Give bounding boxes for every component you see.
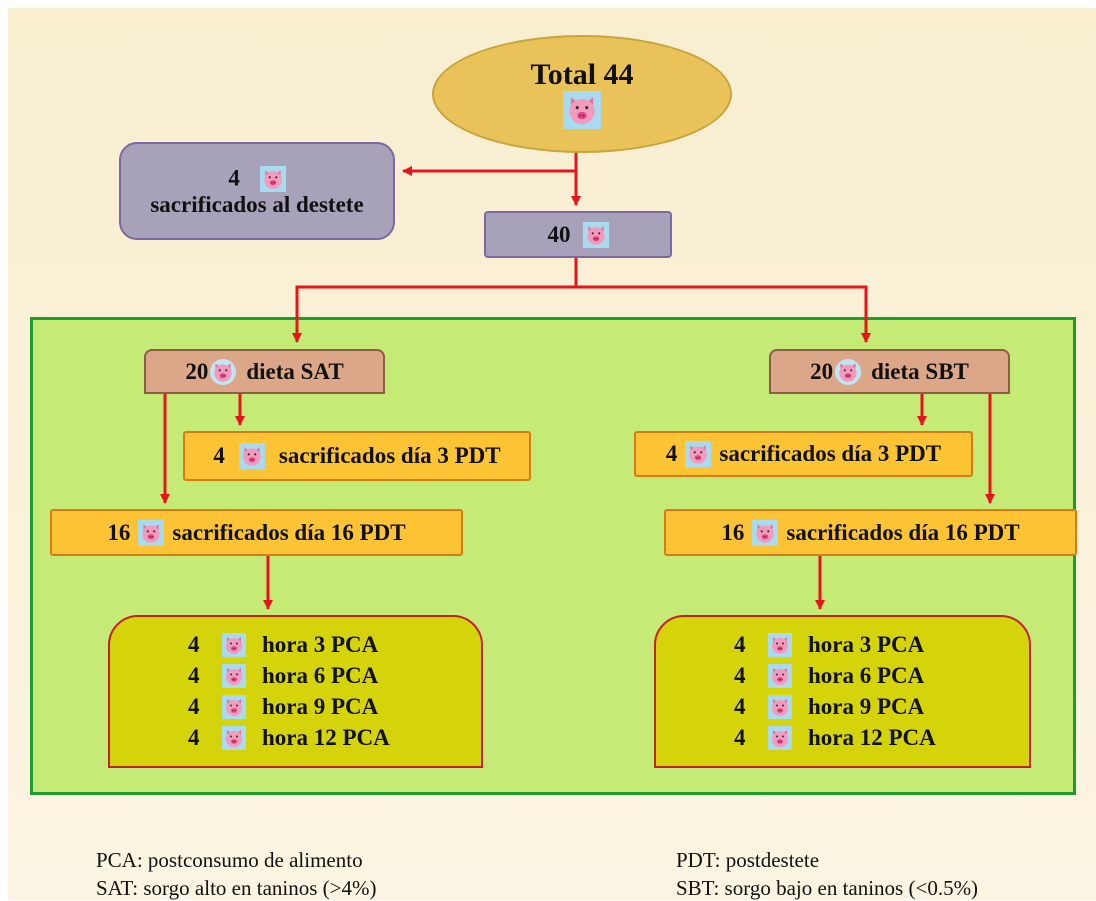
hour-label: hora 3 PCA — [262, 632, 379, 657]
pig-face-icon — [835, 358, 862, 385]
total-ellipse: Total 44 — [432, 35, 732, 153]
hour-label: hora 9 PCA — [808, 694, 925, 719]
hour-count: 4 — [734, 632, 746, 657]
list-item: 4 hora 12 PCA — [188, 723, 390, 754]
list-item: 4 hora 9 PCA — [734, 692, 924, 723]
pig-face-icon — [259, 165, 286, 192]
diet-sat-box: 20 dieta SAT — [144, 349, 385, 394]
sbt-day3-label: sacrificados día 3 PDT — [719, 441, 942, 466]
pig-face-icon — [563, 91, 601, 129]
diet-sbt-label: dieta SBT — [871, 358, 969, 384]
sbt-day16-box: 16 sacrificados día 16 PDT — [664, 509, 1077, 556]
pig-face-icon — [222, 633, 246, 657]
pig-face-icon — [222, 664, 246, 688]
pig-face-icon — [752, 519, 779, 546]
weaned-label: sacrificados al destete — [150, 191, 364, 217]
pig-face-icon — [238, 443, 265, 469]
sat-day3-label: sacrificados día 3 PDT — [278, 443, 501, 468]
total-label: Total 44 — [530, 58, 634, 91]
hour-label: hora 9 PCA — [262, 694, 379, 719]
hour-count: 4 — [734, 725, 746, 750]
pig-face-icon — [768, 726, 792, 750]
hour-label: hora 6 PCA — [262, 663, 379, 688]
pig-face-icon — [582, 221, 609, 248]
list-item: 4 hora 6 PCA — [188, 661, 378, 692]
diet-sat-label: dieta SAT — [246, 358, 344, 384]
sat-day3-count: 4 — [213, 443, 225, 468]
hour-label: hora 6 PCA — [808, 663, 925, 688]
weaned-count: 4 — [228, 165, 240, 191]
hour-count: 4 — [734, 663, 746, 688]
pig-face-icon — [685, 441, 712, 467]
sat-day16-count: 16 — [107, 519, 131, 545]
hour-count: 4 — [734, 694, 746, 719]
diet-sbt-count: 20 — [810, 358, 834, 384]
pig-face-icon — [768, 695, 792, 719]
hour-label: hora 12 PCA — [262, 725, 390, 750]
hour-count: 4 — [188, 694, 200, 719]
remaining-box: 40 — [484, 211, 672, 258]
sat-day3-box: 4 sacrificados día 3 PDT — [183, 431, 531, 481]
sbt-day16-label: sacrificados día 16 PDT — [786, 519, 1020, 545]
hour-count: 4 — [188, 663, 200, 688]
sbt-day3-box: 4 sacrificados día 3 PDT — [634, 431, 973, 477]
legend-pdt: PDT: postdestete — [676, 848, 820, 872]
hour-count: 4 — [188, 725, 200, 750]
arrow-40-to-sbt — [576, 285, 871, 343]
pig-face-icon — [222, 695, 246, 719]
weaned-sacrificed-box: 4 sacrificados al destete — [119, 142, 395, 240]
sat-hours-box: 4 hora 3 PCA 4 hora 6 PCA 4 hora 9 PCA 4… — [108, 615, 483, 768]
pig-face-icon — [768, 664, 792, 688]
hour-label: hora 12 PCA — [808, 725, 936, 750]
list-item: 4 hora 6 PCA — [734, 661, 924, 692]
legend-sat: SAT: sorgo alto en taninos (>4%) — [96, 876, 377, 900]
pig-face-icon — [210, 358, 237, 385]
remaining-count: 40 — [547, 221, 571, 247]
sbt-day3-count: 4 — [665, 441, 678, 466]
legend-pca: PCA: postconsumo de alimento — [96, 848, 363, 872]
diet-sbt-box: 20 dieta SBT — [769, 349, 1010, 394]
arrow-40-split — [292, 258, 578, 343]
hour-label: hora 3 PCA — [808, 632, 925, 657]
list-item: 4 hora 3 PCA — [188, 630, 378, 661]
diet-sat-count: 20 — [185, 358, 209, 384]
list-item: 4 hora 3 PCA — [734, 630, 924, 661]
sat-day16-box: 16 sacrificados día 16 PDT — [50, 509, 463, 556]
pig-face-icon — [768, 633, 792, 657]
list-item: 4 hora 12 PCA — [734, 723, 936, 754]
pig-face-icon — [138, 519, 165, 546]
legend-sbt: SBT: sorgo bajo en taninos (<0.5%) — [676, 876, 979, 900]
hour-count: 4 — [188, 632, 200, 657]
sat-day16-label: sacrificados día 16 PDT — [172, 519, 406, 545]
list-item: 4 hora 9 PCA — [188, 692, 378, 723]
pig-face-icon — [222, 726, 246, 750]
sbt-day16-count: 16 — [721, 519, 745, 545]
sbt-hours-box: 4 hora 3 PCA 4 hora 6 PCA 4 hora 9 PCA 4… — [654, 615, 1031, 768]
